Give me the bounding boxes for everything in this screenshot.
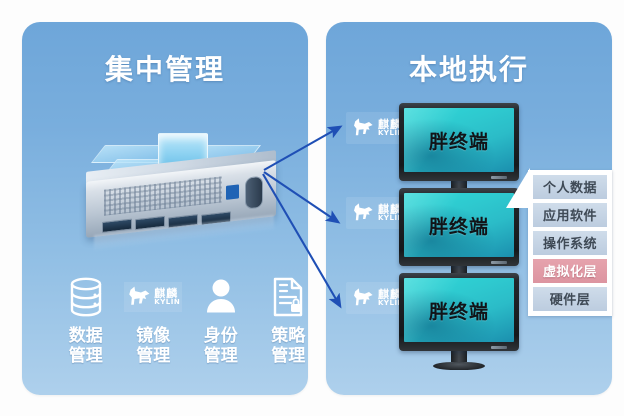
policy-document-icon xyxy=(257,274,319,320)
feature-data-management[interactable]: 数据 管理 xyxy=(55,274,117,366)
panel-left-title: 集中管理 xyxy=(104,53,225,86)
callout-pointer xyxy=(506,168,530,208)
panel-right-title: 本地执行 xyxy=(408,53,529,86)
stack-layer-operating-system: 操作系统 xyxy=(532,230,608,256)
feature-label: 镜像 管理 xyxy=(136,326,171,367)
monitor-screen: 胖终端 xyxy=(404,278,514,342)
stack-layer-virtualization: 虚拟化层 xyxy=(532,258,608,284)
monitor-screen-label: 胖终端 xyxy=(428,130,489,153)
kylin-cn-text: 麒麟 xyxy=(154,287,179,300)
feature-image-management[interactable]: 麒麟 KYLIN 镜像 管理 xyxy=(122,274,184,366)
monitor-bezel: 胖终端 xyxy=(399,273,519,351)
monitor-screen: 胖终端 xyxy=(404,108,514,172)
monitor-screen-label: 胖终端 xyxy=(428,215,489,238)
monitor-screen-label: 胖终端 xyxy=(428,300,489,323)
software-stack-callout: 个人数据 应用软件 操作系统 虚拟化层 硬件层 xyxy=(506,168,612,316)
database-icon xyxy=(55,274,117,320)
stack-layer-hardware: 硬件层 xyxy=(532,286,608,312)
server-fan-icon xyxy=(245,175,263,210)
monitor-bezel: 胖终端 xyxy=(399,103,519,181)
monitor-control-strip-icon xyxy=(491,175,507,179)
server-illustration xyxy=(80,127,280,252)
kylin-en-text: KYLIN xyxy=(378,129,404,137)
kylin-en-text: KYLIN xyxy=(154,298,181,306)
monitor-bezel: 胖终端 xyxy=(399,188,519,266)
kylin-cn-text: 麒麟 xyxy=(378,288,402,301)
terminal-monitor[interactable]: 胖终端 xyxy=(399,103,519,200)
monitor-neck xyxy=(451,181,467,192)
feature-label: 策略 管理 xyxy=(271,326,306,367)
feature-identity-management[interactable]: 身份 管理 xyxy=(190,274,252,366)
monitor-base xyxy=(433,362,485,370)
monitor-control-strip-icon xyxy=(491,345,507,349)
stack-layer-personal-data: 个人数据 xyxy=(532,174,608,200)
kylin-logo-icon: 麒麟 KYLIN xyxy=(346,112,409,144)
kylin-en-text: KYLIN xyxy=(378,214,404,222)
management-feature-row: 数据 管理 麒麟 KYLIN 镜像 管理 xyxy=(52,274,322,366)
monitor-neck xyxy=(451,351,467,362)
feature-policy-management[interactable]: 策略 管理 xyxy=(257,274,319,366)
terminal-monitor[interactable]: 胖终端 xyxy=(399,188,519,285)
kylin-logo-icon: 麒麟 KYLIN xyxy=(346,282,409,314)
kylin-cn-text: 麒麟 xyxy=(378,118,402,131)
panel-centralized-management: 集中管理 xyxy=(22,22,308,395)
terminal-monitor[interactable]: 胖终端 xyxy=(399,273,519,370)
stack-layer-application-software: 应用软件 xyxy=(532,202,608,228)
monitor-control-strip-icon xyxy=(491,260,507,264)
monitor-neck xyxy=(451,266,467,277)
monitor-screen: 胖终端 xyxy=(404,193,514,257)
feature-label: 身份 管理 xyxy=(203,326,238,367)
kylin-cn-text: 麒麟 xyxy=(378,203,402,216)
server-badge-icon xyxy=(226,184,239,200)
feature-label: 数据 管理 xyxy=(68,326,103,367)
kylin-logo-icon: 麒麟 KYLIN xyxy=(346,197,409,229)
kylin-logo-icon: 麒麟 KYLIN xyxy=(122,274,184,320)
server-vent-grille xyxy=(104,176,222,216)
kylin-en-text: KYLIN xyxy=(378,299,404,307)
user-icon xyxy=(190,274,252,320)
